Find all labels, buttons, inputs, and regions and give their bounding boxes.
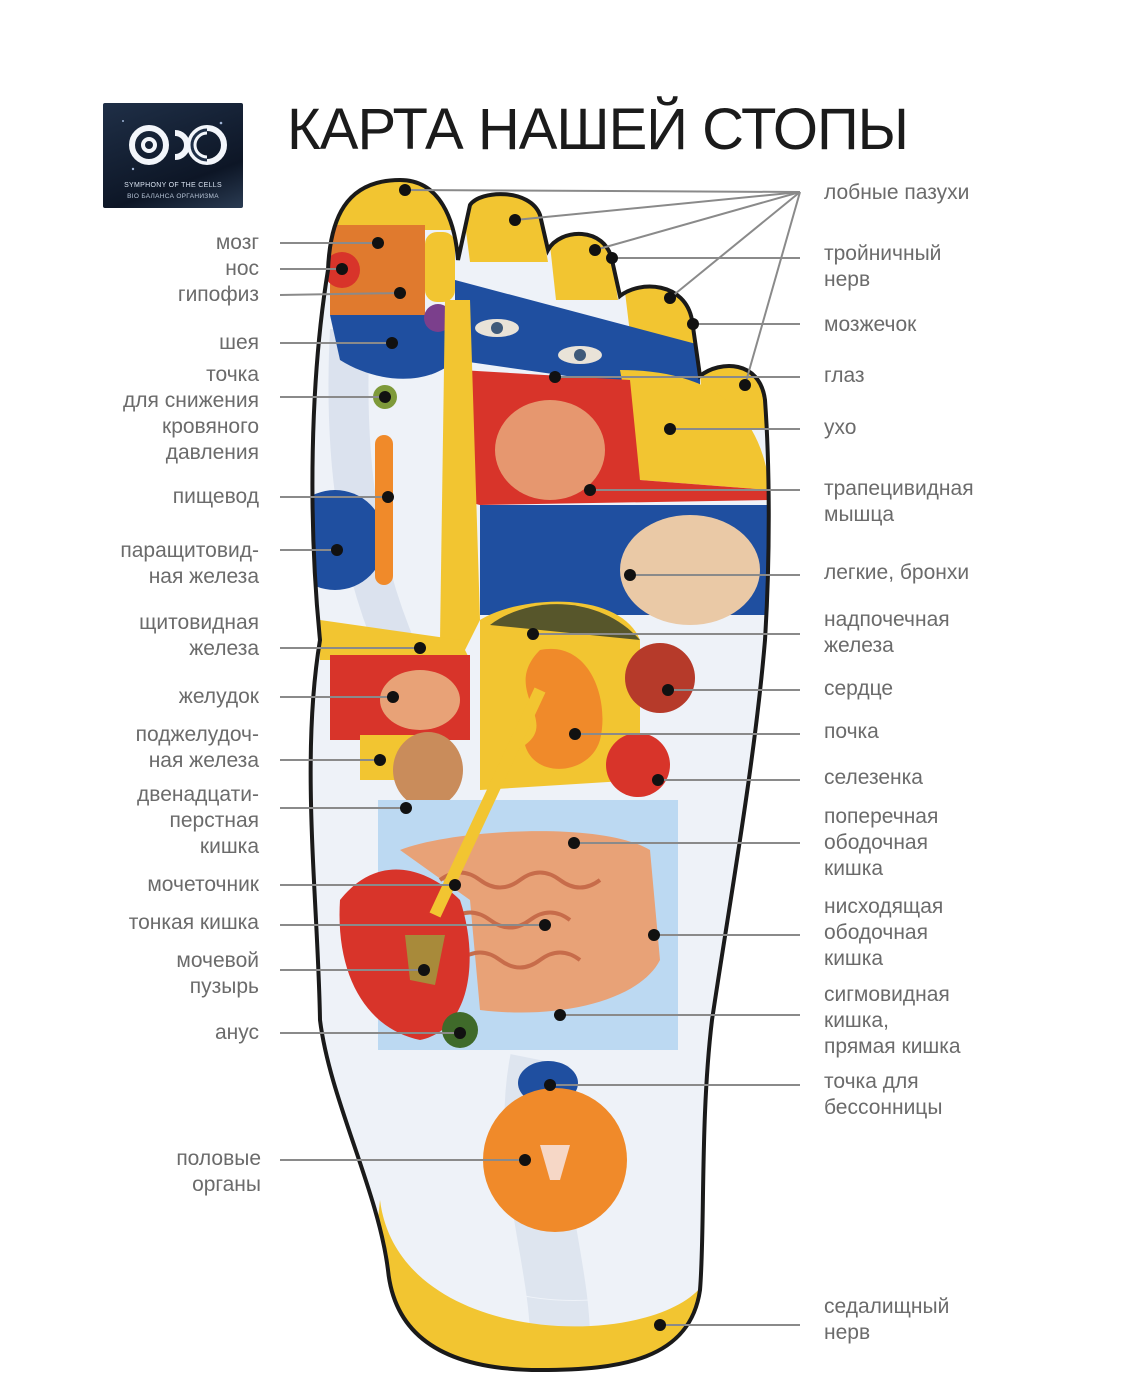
- label-descending-colon: нисходящая ободочная кишка: [824, 895, 944, 970]
- label-heart: сердце: [824, 677, 894, 700]
- dot-insomnia: [544, 1079, 556, 1091]
- cells-logo-icon: [122, 120, 227, 171]
- label-parathyroid: паращитовид- ная железа: [120, 539, 259, 588]
- leader-sinuses-3: [669, 191, 801, 299]
- dot-sinuses-3: [664, 292, 676, 304]
- dot-kidney: [569, 728, 581, 740]
- dot-sinuses-2: [589, 244, 601, 256]
- dot-small-intestine: [539, 919, 551, 931]
- label-pancreas: поджелудоч- ная железа: [135, 723, 259, 772]
- zone-trigeminal: [425, 232, 455, 302]
- label-esophagus: пищевод: [172, 485, 259, 508]
- zone-spleen: [606, 733, 670, 797]
- label-adrenal: надпочечная железа: [824, 608, 950, 657]
- zone-heart: [625, 643, 695, 713]
- label-trapezius: трапецивидная мышца: [824, 477, 974, 526]
- dot-trigeminal: [606, 252, 618, 264]
- dot-sciatic: [654, 1319, 666, 1331]
- dot-ureter: [449, 879, 461, 891]
- label-sciatic: седалищный нерв: [824, 1295, 950, 1344]
- dot-anus: [454, 1027, 466, 1039]
- label-pituitary: гипофиз: [177, 283, 259, 306]
- zone-eyes: [455, 280, 700, 395]
- dot-genitals: [519, 1154, 531, 1166]
- leader-sinuses-0: [404, 189, 801, 193]
- label-neck: шея: [219, 331, 259, 354]
- label-lungs: легкие, бронхи: [824, 561, 970, 584]
- zone-esophagus: [375, 435, 393, 585]
- zone-sciatic: [360, 1200, 710, 1370]
- label-sinuses: лобные пазухи: [824, 181, 970, 204]
- dot-sinuses-1: [509, 214, 521, 226]
- leader-sinuses-2: [594, 191, 801, 251]
- label-insomnia: точка для бессонницы: [824, 1070, 943, 1119]
- dot-lungs: [624, 569, 636, 581]
- dot-parathyroid: [331, 544, 343, 556]
- brand-logo: SYMPHONY OF THE CELLS BIO БАЛАНСА ОРГАНИ…: [103, 103, 243, 208]
- label-sigmoid: сигмовидная кишка, прямая кишка: [824, 983, 961, 1058]
- dot-adrenal: [527, 628, 539, 640]
- label-thyroid: щитовидная железа: [139, 611, 259, 660]
- leader-sinuses-4: [744, 191, 801, 386]
- dot-neck: [386, 337, 398, 349]
- dot-brain: [372, 237, 384, 249]
- label-transverse-colon: поперечная ободочная кишка: [824, 805, 939, 880]
- dot-sinuses-0: [399, 184, 411, 196]
- label-spleen: селезенка: [824, 766, 923, 789]
- label-genitals: половые органы: [176, 1147, 261, 1196]
- dot-trapezius: [584, 484, 596, 496]
- logo-line2: BIO БАЛАНСА ОРГАНИЗМА: [127, 193, 219, 200]
- dot-descending-colon: [648, 929, 660, 941]
- dot-ear: [664, 423, 676, 435]
- dot-heart: [662, 684, 674, 696]
- dot-sigmoid: [554, 1009, 566, 1021]
- leader-sinuses-1: [514, 191, 801, 221]
- leader-pituitary: [279, 292, 401, 296]
- label-cerebellum: мозжечок: [824, 313, 917, 336]
- dot-pancreas: [374, 754, 386, 766]
- label-kidney: почка: [824, 720, 879, 743]
- label-anus: анус: [214, 1021, 259, 1044]
- dot-bladder: [418, 964, 430, 976]
- dot-duodenum: [400, 802, 412, 814]
- label-duodenum: двенадцати- перстная кишка: [137, 783, 259, 858]
- dot-stomach: [387, 691, 399, 703]
- zone-kidney: [525, 648, 603, 769]
- label-brain: мозг: [215, 231, 259, 254]
- dot-cerebellum: [687, 318, 699, 330]
- label-eye: глаз: [824, 364, 865, 387]
- label-stomach: желудок: [178, 685, 259, 708]
- zone-thyroid: [320, 620, 470, 660]
- label-bladder: мочевой пузырь: [176, 949, 259, 998]
- dot-eye: [549, 371, 561, 383]
- logo-line1: SYMPHONY OF THE CELLS: [124, 182, 222, 189]
- label-pressure-point: точка для снижения кровяного давления: [123, 363, 259, 464]
- dot-spleen: [652, 774, 664, 786]
- dot-nose: [336, 263, 348, 275]
- label-small-intestine: тонкая кишка: [128, 911, 259, 934]
- dot-pituitary: [394, 287, 406, 299]
- label-nose: нос: [225, 257, 259, 280]
- dot-thyroid: [414, 642, 426, 654]
- label-ureter: мочеточник: [147, 873, 259, 896]
- dot-sinuses-4: [739, 379, 751, 391]
- label-ear: ухо: [824, 416, 857, 439]
- zone-parathyroid: [310, 490, 385, 590]
- zone-adrenal: [490, 604, 640, 640]
- dot-esophagus: [382, 491, 394, 503]
- page-title: КАРТА НАШЕЙ СТОПЫ: [287, 97, 909, 162]
- label-trigeminal: тройничный нерв: [824, 242, 942, 291]
- dot-transverse-colon: [568, 837, 580, 849]
- dot-pressure: [379, 391, 391, 403]
- zone-ureter: [429, 687, 546, 918]
